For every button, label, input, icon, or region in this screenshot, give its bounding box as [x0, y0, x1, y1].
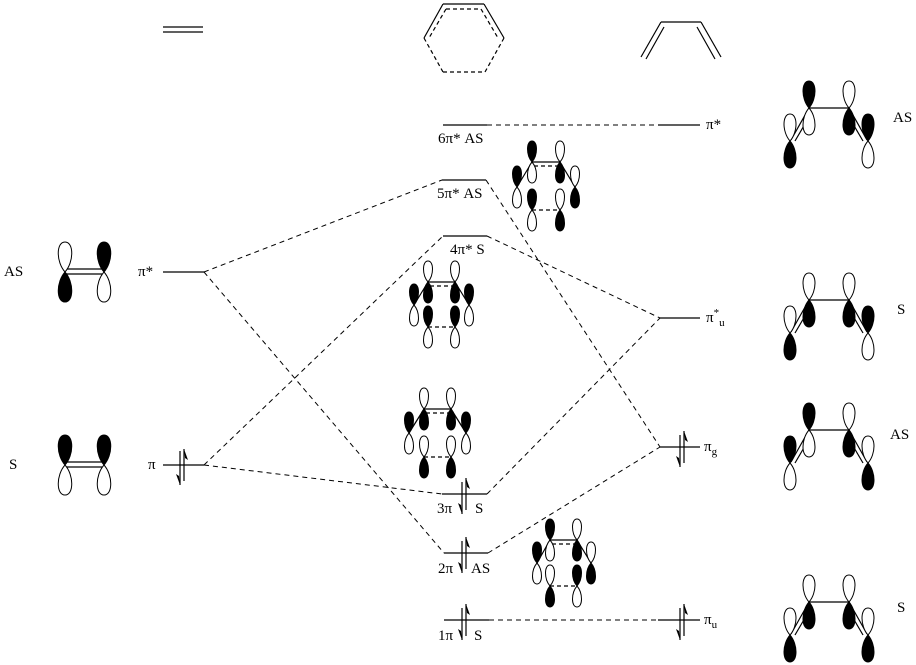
label-bd-pistar-u-base: π [706, 310, 714, 326]
ethylene-levels: π* AS π S [4, 264, 204, 485]
label-eth-pi: π [148, 457, 156, 473]
label-c3-sym: S [475, 501, 483, 517]
butadiene-orbital-pistar-u [783, 272, 875, 361]
corr-eth-pistar-c2 [203, 271, 445, 554]
butadiene-orbital-pi-g [783, 402, 875, 491]
corr-eth-pi-c4 [203, 235, 444, 466]
corr-eth-pistar-c5 [203, 179, 443, 273]
ethylene-pistar-orbital [57, 241, 112, 303]
corr-bd-pig-c5 [485, 179, 661, 448]
cyclohexene-orbital-5pistar [512, 140, 580, 232]
electron-pair-c3 [458, 478, 470, 514]
symmetry-bd-pistar-u: S [897, 302, 905, 318]
symmetry-bd-pi-u: S [897, 600, 905, 616]
butadiene-orbital-pistar [783, 80, 875, 169]
cyclohexene-orbital-2pi [532, 518, 596, 608]
label-c2-num: 2π [438, 561, 454, 577]
symmetry-bd-pistar: AS [893, 110, 912, 126]
corr-bd-pistaru-c4 [486, 235, 661, 319]
label-c6: 6π* AS [438, 131, 484, 147]
label-bd-pi-u-base: π [704, 612, 712, 628]
label-eth-pistar: π* [138, 264, 153, 280]
electron-pair-eth-pi [176, 449, 188, 485]
ethylene-structure [163, 26, 203, 33]
electron-pair-bd-pi-u [676, 604, 688, 640]
label-c2-sym: AS [471, 561, 490, 577]
label-bd-pi-g: πg [704, 439, 718, 458]
label-c1-num: 1π [438, 628, 454, 644]
label-bd-pistar: π* [706, 117, 721, 133]
label-bd-pi-u: πu [704, 612, 718, 631]
ethylene-pi-orbital [57, 434, 112, 496]
hexagon-structure [423, 3, 505, 73]
corr-bd-pig-c2 [487, 446, 661, 554]
correlation-lines [203, 124, 661, 621]
electron-pair-c1 [458, 604, 470, 640]
symmetry-eth-pistar: AS [4, 264, 23, 280]
label-c1-sym: S [474, 628, 482, 644]
electron-pair-bd-pi-g [676, 431, 688, 467]
butadiene-structure [640, 21, 722, 60]
cyclohexene-orbital-3pi [404, 387, 471, 479]
corr-bd-pistaru-c3 [486, 317, 661, 495]
butadiene-levels: π* AS π*u S πg AS πu S [658, 110, 912, 640]
symmetry-eth-pi: S [9, 457, 17, 473]
label-bd-pistar-u-sub: u [719, 317, 725, 329]
cyclohexene-orbital-4pistar [409, 260, 474, 349]
cyclohexene-levels: 6π* AS 5π* AS 4π* S 3π S 2π AS 1π S [437, 124, 490, 644]
label-bd-pi-u-sub: u [712, 619, 718, 631]
label-bd-pi-g-sub: g [712, 446, 718, 458]
label-bd-pi-g-base: π [704, 439, 712, 455]
label-bd-pistar-u-sup: * [714, 307, 720, 319]
label-c3-num: 3π [437, 501, 453, 517]
electron-pair-c2 [458, 537, 470, 573]
label-c5: 5π* AS [437, 186, 483, 202]
label-c4: 4π* S [450, 242, 485, 258]
butadiene-orbital-pi-u [783, 574, 875, 663]
corr-eth-pi-c3 [203, 464, 443, 495]
label-bd-pistar-u: π*u [706, 307, 725, 329]
symmetry-bd-pi-g: AS [890, 427, 909, 443]
